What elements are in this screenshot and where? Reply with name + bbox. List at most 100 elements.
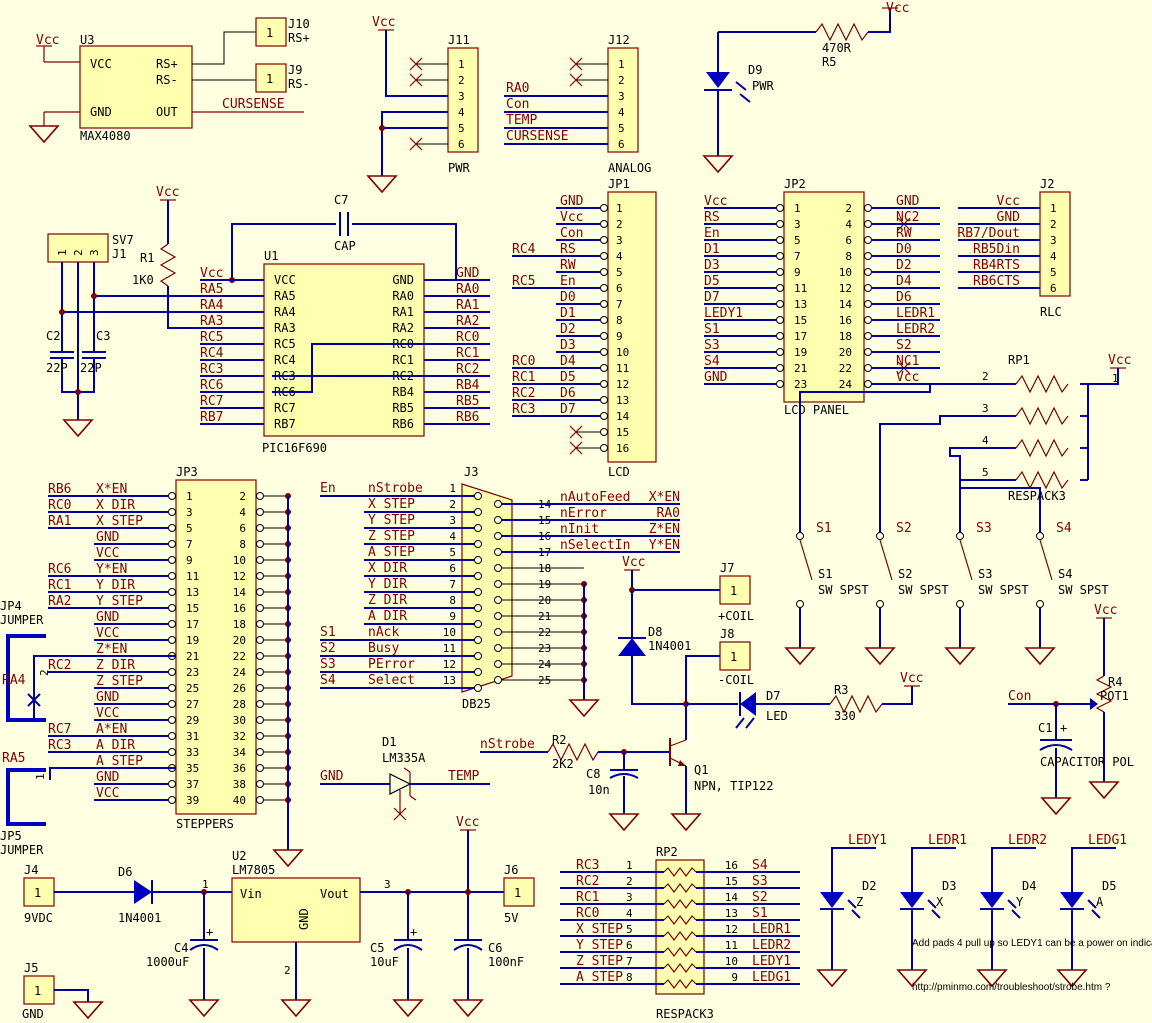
- pin-ring: [168, 636, 176, 644]
- pin-ring: [256, 732, 264, 740]
- pin-ring: [474, 636, 482, 644]
- ground-symbol: [28, 125, 60, 144]
- c7-value: CAP: [334, 239, 356, 253]
- rp2-ref: RP2: [656, 845, 678, 859]
- pin-ring: [796, 600, 804, 608]
- j3-pin-number: 13: [443, 674, 456, 687]
- c8-ref: C8: [586, 767, 600, 781]
- jp1-pin-number: 9: [616, 330, 623, 343]
- pin-ring: [256, 572, 264, 580]
- j9-ref: J9: [288, 63, 302, 77]
- pin-ring: [600, 380, 608, 388]
- jp3-outer-net: RA2: [48, 594, 71, 609]
- pin-ring: [168, 796, 176, 804]
- ground-symbol: [366, 175, 398, 194]
- j3-net: nError: [560, 506, 607, 521]
- j5-label: GND: [22, 1007, 44, 1021]
- pin-ring: [600, 300, 608, 308]
- resistor-icon: [1015, 374, 1069, 394]
- jp1-net: D4: [560, 354, 576, 369]
- j8-label: -COIL: [718, 673, 754, 687]
- j11-pin-number: 6: [458, 138, 465, 151]
- pin-ring: [256, 588, 264, 596]
- d9-name: PWR: [752, 79, 774, 93]
- pin-ring: [776, 348, 784, 356]
- pin-ring: [600, 412, 608, 420]
- jp1-net: D1: [560, 306, 576, 321]
- jp3-pin-number: 31: [186, 730, 199, 743]
- pin-ring: [256, 700, 264, 708]
- j3-pin-number: 4: [449, 530, 456, 543]
- rp2-right-net: LEDG1: [752, 970, 791, 985]
- pin-ring: [474, 588, 482, 596]
- jp4-pin: 2: [38, 669, 51, 676]
- jp2-pin-number: 19: [794, 346, 807, 359]
- ground-symbol: [944, 647, 976, 666]
- pin-ring: [256, 556, 264, 564]
- pin-ring: [864, 300, 872, 308]
- jp3-outer-net: RC3: [48, 738, 71, 753]
- power-supply: 1 J4 9VDC D6 1N4001 1 + C4 1000uF U2 LM7…: [22, 815, 535, 1021]
- pin-ring: [864, 204, 872, 212]
- switch-net: S1: [816, 521, 832, 536]
- pin-ring: [864, 252, 872, 260]
- j3-net: A DIR: [368, 609, 407, 624]
- r4-ref: R4: [1108, 675, 1122, 689]
- pin-ring: [168, 748, 176, 756]
- pin-ring: [256, 492, 264, 500]
- pin-ring: [256, 796, 264, 804]
- u1-pin-label: RA1: [392, 305, 414, 319]
- jp2-left-net: D5: [704, 274, 720, 289]
- pin-ring: [600, 236, 608, 244]
- j2-pin-number: 1: [1050, 202, 1057, 215]
- jp1-ref: JP1: [608, 177, 630, 191]
- u1-ref: U1: [264, 249, 278, 263]
- c3-value: 22P: [80, 361, 102, 375]
- pin-ring: [600, 364, 608, 372]
- rp2-left-net: RC1: [576, 890, 599, 905]
- sv7-ref: SV7: [112, 233, 134, 247]
- ground-symbol: [72, 1001, 104, 1020]
- pin-ring: [776, 284, 784, 292]
- ground-symbol: [896, 969, 928, 988]
- u1-right-net: RB4: [456, 378, 480, 393]
- jp5-ref: JP5: [0, 829, 22, 843]
- pin-ring: [776, 364, 784, 372]
- jp3-outer-net: RC1: [48, 578, 71, 593]
- jp3-net: GND: [96, 610, 120, 625]
- jp1-lcd-header: JP1 LCD 1GND2Vcc3Con4RSRC45RW6EnRC57D08D…: [512, 177, 657, 479]
- jp2-left-net: D1: [704, 242, 720, 257]
- jp1-net: D7: [560, 402, 576, 417]
- rp2-right-net: LEDY1: [752, 954, 791, 969]
- j2-net: RB7/Dout: [957, 226, 1020, 241]
- jp3-pin-number: 37: [186, 778, 199, 791]
- sv7-crystal-circuit: 1 2 3 SV7 J1 C2 22P C3 22P: [46, 233, 272, 438]
- rp2-left-pin: 1: [626, 859, 633, 872]
- j3-pin-number: 7: [449, 578, 456, 591]
- jp3-pin-number: 33: [186, 746, 199, 759]
- jp3-pin-number: 3: [186, 506, 193, 519]
- j12-pin-number: 3: [618, 90, 625, 103]
- j2-net: GND: [997, 210, 1021, 225]
- j3-net: PError: [368, 657, 415, 672]
- jp4-jumper: JP4 JUMPER RA4 2: [0, 599, 176, 722]
- j3-pin-number: 11: [443, 642, 456, 655]
- jp3-net: A DIR: [96, 738, 135, 753]
- jp3-net: A STEP: [96, 754, 143, 769]
- rp2-body: [655, 859, 705, 995]
- resistor-icon: [663, 979, 697, 989]
- j3-net: Select: [368, 673, 415, 688]
- resistor-icon: [663, 867, 697, 877]
- jp2-pin-number: 10: [839, 266, 852, 279]
- j7-label: +COIL: [718, 609, 754, 623]
- light-arrows-icon: [735, 81, 751, 103]
- led-icon: [706, 72, 730, 88]
- jp5-jumper: RA5 1 JP5 JUMPER: [0, 751, 176, 857]
- jp3-pin-number: 32: [233, 730, 246, 743]
- jp3-pin-number: 30: [233, 714, 246, 727]
- jp3-net: Y*EN: [96, 562, 127, 577]
- led-icon: [820, 892, 844, 908]
